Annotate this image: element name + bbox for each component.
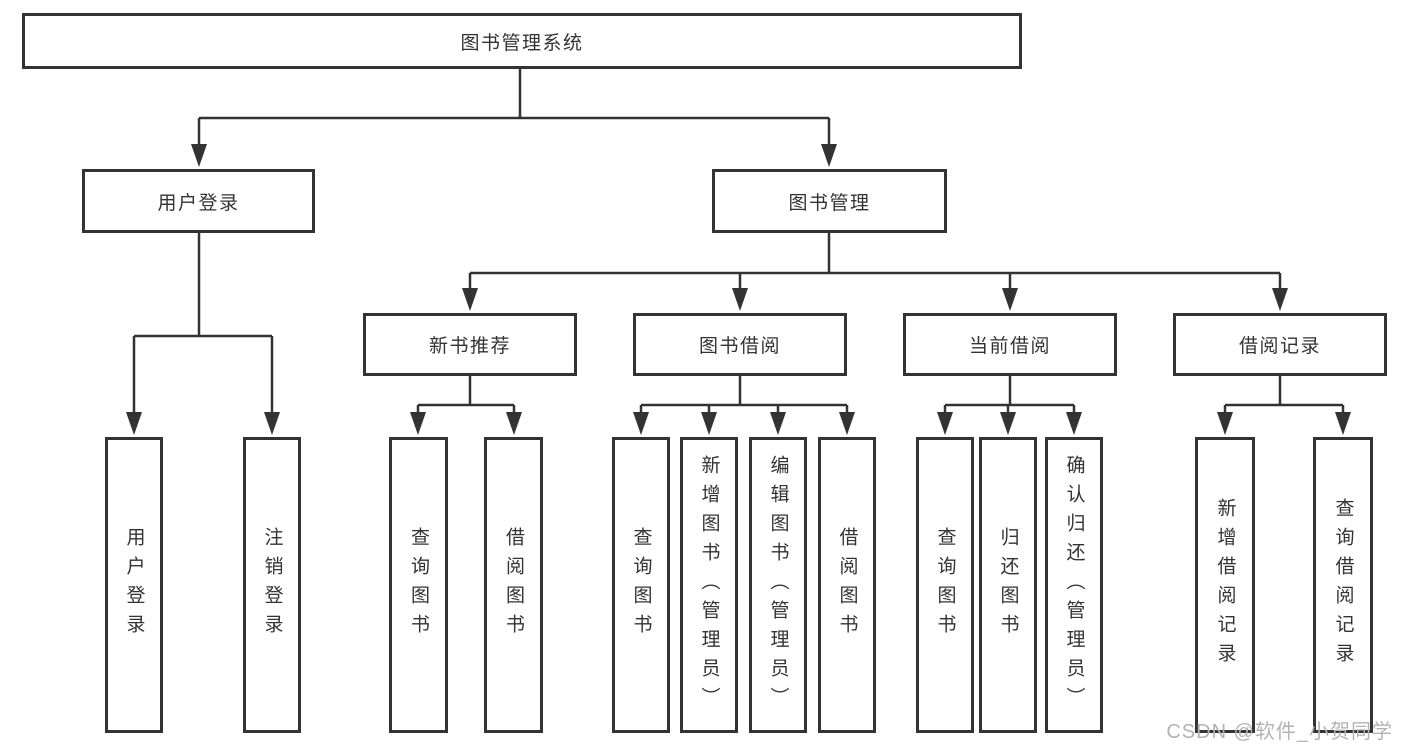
node-new-book-recommend: 新书推荐 (363, 313, 577, 376)
node-root: 图书管理系统 (22, 13, 1022, 69)
leaf-query-books-borrow-label: 查询图书 (630, 527, 652, 643)
leaf-query-books-current-label: 查询图书 (934, 527, 956, 643)
leaf-add-book-admin-label: 新增图书（管理员） (698, 454, 720, 716)
node-book-management: 图书管理 (712, 169, 947, 233)
leaf-logout-label: 注销登录 (261, 527, 283, 643)
leaf-query-borrow-record-label: 查询借阅记录 (1332, 498, 1354, 672)
node-book-borrow: 图书借阅 (633, 313, 847, 376)
leaf-query-books-borrow: 查询图书 (612, 437, 670, 733)
node-current-borrow: 当前借阅 (903, 313, 1117, 376)
leaf-query-books-current: 查询图书 (916, 437, 974, 733)
leaf-edit-book-admin-label: 编辑图书（管理员） (767, 454, 789, 716)
csdn-watermark: CSDN @软件_小贺同学 (1166, 721, 1393, 743)
leaf-user-login: 用户登录 (105, 437, 163, 733)
leaf-confirm-return-admin-label: 确认归还（管理员） (1063, 454, 1085, 716)
leaf-borrow-books: 借阅图书 (818, 437, 876, 733)
node-user-login: 用户登录 (82, 169, 315, 233)
leaf-logout: 注销登录 (243, 437, 301, 733)
leaf-return-book: 归还图书 (979, 437, 1037, 733)
leaf-borrow-books-recommend-label: 借阅图书 (503, 527, 524, 643)
leaf-edit-book-admin: 编辑图书（管理员） (749, 437, 807, 733)
node-borrow-records: 借阅记录 (1173, 313, 1387, 376)
arrowheads (126, 144, 1351, 435)
leaf-return-book-label: 归还图书 (997, 527, 1019, 643)
leaf-add-borrow-record-label: 新增借阅记录 (1214, 498, 1236, 672)
leaf-add-book-admin: 新增图书（管理员） (680, 437, 738, 733)
leaf-add-borrow-record: 新增借阅记录 (1195, 437, 1255, 733)
leaf-query-books-recommend-label: 查询图书 (408, 527, 429, 643)
leaf-borrow-books-recommend: 借阅图书 (484, 437, 543, 733)
leaf-user-login-label: 用户登录 (123, 527, 145, 643)
leaf-query-borrow-record: 查询借阅记录 (1313, 437, 1373, 733)
leaf-query-books-recommend: 查询图书 (389, 437, 448, 733)
leaf-borrow-books-label: 借阅图书 (836, 527, 858, 643)
leaf-confirm-return-admin: 确认归还（管理员） (1045, 437, 1103, 733)
